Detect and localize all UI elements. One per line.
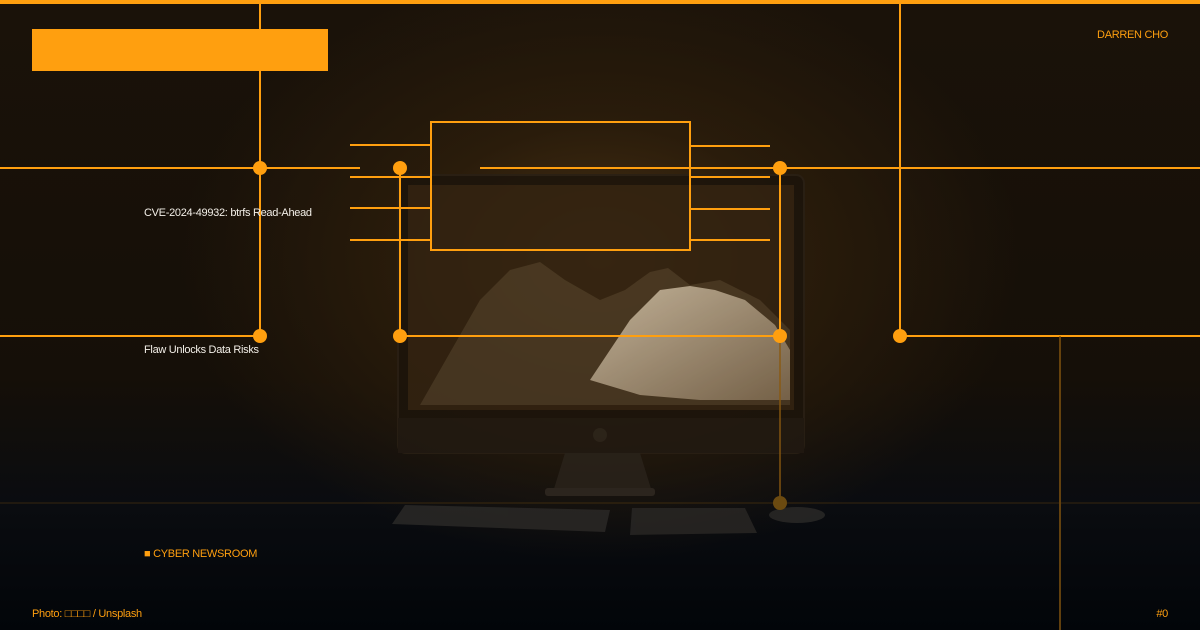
brand-label: ■ CYBER NEWSROOM [144, 548, 258, 560]
keyboard-photo [392, 505, 825, 535]
circuit-nodes [253, 161, 907, 510]
circuit-node [253, 161, 267, 175]
monitor-photo [397, 174, 805, 496]
circuit-node [253, 329, 267, 343]
circuit-node [773, 329, 787, 343]
circuit-node [893, 329, 907, 343]
circuit-diagram-faded [0, 336, 1200, 630]
circuit-node [773, 161, 787, 175]
headline-line-2: Flaw Unlocks Data Risks [144, 344, 259, 356]
circuit-node [393, 329, 407, 343]
circuit-diagram [0, 0, 1200, 337]
photo-credit: Photo: □□□□ / Unsplash [32, 608, 142, 620]
author-name: DARREN CHO [1097, 29, 1168, 41]
headline-line-1: CVE-2024-49932: btrfs Read-Ahead [144, 207, 312, 219]
page-number: #0 [1156, 608, 1168, 620]
top-accent-bar [0, 0, 1200, 4]
title-highlight-block [32, 29, 328, 71]
circuit-node [393, 161, 407, 175]
circuit-node-faded [773, 496, 787, 510]
